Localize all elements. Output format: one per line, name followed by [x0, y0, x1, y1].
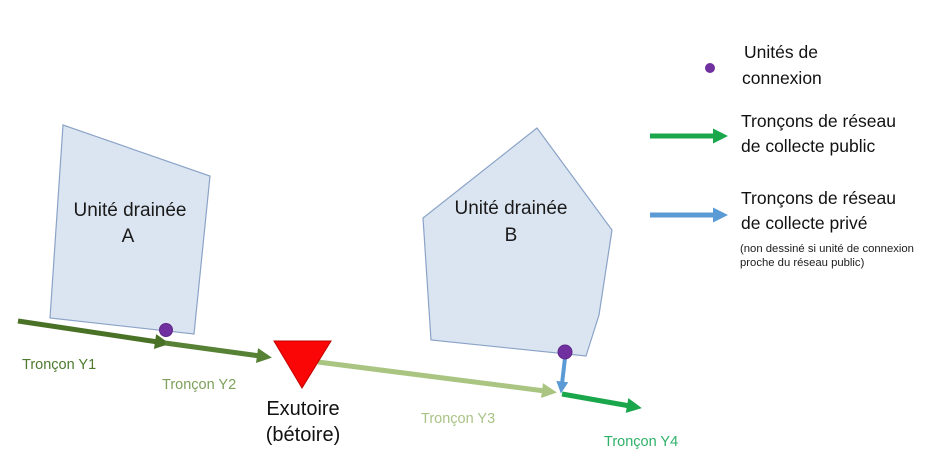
- legend-connection-units-line2: connexion: [742, 68, 822, 88]
- troncon-y2-label: Tronçon Y2: [162, 377, 236, 393]
- troncon-y1-arrow: [17, 318, 170, 349]
- legend-private-network-line1: Tronçons de réseau: [741, 188, 896, 208]
- unit-b-label-line2: B: [505, 225, 518, 246]
- connection-unit-dot-a-icon: [159, 323, 173, 337]
- unit-b-label-line1: Unité drainée: [454, 198, 567, 219]
- legend-public-network-line1: Tronçons de réseau: [741, 111, 896, 131]
- unit-a-label-line2: A: [122, 226, 135, 247]
- troncon-y1-label: Tronçon Y1: [22, 357, 96, 373]
- legend-private-note-line2: proche du réseau public): [740, 257, 865, 269]
- troncon-y4-arrow: [561, 391, 642, 413]
- drained-unit-b-polygon: [422, 127, 613, 357]
- troncon-y3-arrow: [317, 359, 557, 399]
- connection-unit-dot-b-icon: [557, 344, 573, 360]
- legend: Unités de connexion Tronçons de réseau d…: [650, 42, 914, 269]
- private-connection-arrow: [556, 357, 569, 394]
- outlet-triangle-icon: [273, 340, 332, 389]
- legend-public-network-line2: de collecte public: [741, 136, 875, 156]
- troncon-y2-arrow: [164, 340, 272, 364]
- unit-a-label-line1: Unité drainée: [73, 200, 186, 221]
- legend-private-network-line2: de collecte privé: [741, 213, 867, 233]
- outlet-label-line2: (bétoire): [266, 424, 340, 446]
- legend-private-note-line1: (non dessiné si unité de connexion: [740, 243, 914, 255]
- legend-connection-unit-dot-icon: [705, 63, 715, 73]
- outlet-label-line1: Exutoire: [266, 398, 339, 420]
- legend-connection-units-line1: Unités de: [744, 42, 818, 62]
- troncon-y3-label: Tronçon Y3: [421, 411, 495, 427]
- drained-unit-a-polygon: [49, 124, 211, 335]
- troncon-y4-label: Tronçon Y4: [604, 434, 678, 450]
